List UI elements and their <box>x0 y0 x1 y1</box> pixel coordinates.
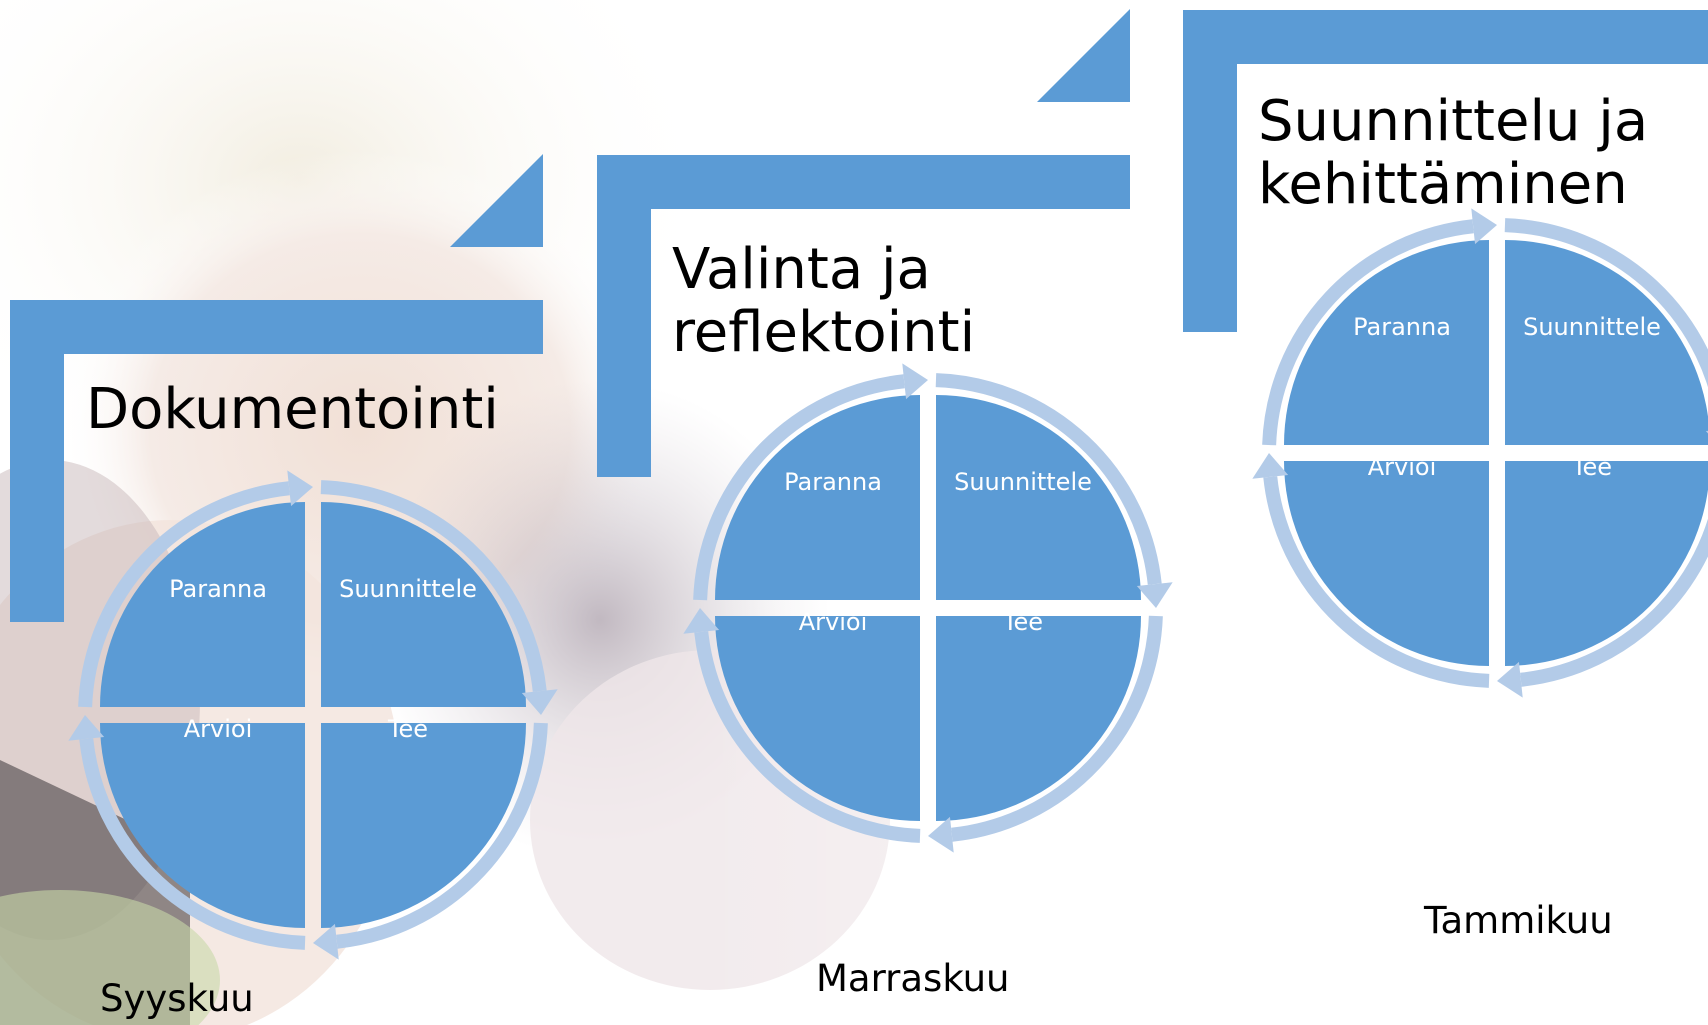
arrowhead <box>287 470 313 507</box>
arrowhead <box>313 923 339 960</box>
quadrant-arvioi <box>1284 461 1489 666</box>
arrowhead <box>1471 208 1497 245</box>
month-label-syyskuu: Syyskuu <box>100 977 254 1020</box>
cycle-arrow <box>1262 219 1474 446</box>
arrowhead <box>1136 582 1173 608</box>
cycle-label: Arvioi <box>184 715 253 743</box>
quadrant-arvioi <box>100 723 305 928</box>
month-label-tammikuu: Tammikuu <box>1424 899 1613 942</box>
cycle-arrow <box>951 615 1163 842</box>
cycle-label: Arvioi <box>1368 453 1437 481</box>
cycle-arrow <box>1263 476 1490 688</box>
cycle-arrow <box>320 480 547 692</box>
quadrant-paranna <box>715 395 920 600</box>
quadrant-paranna <box>1284 240 1489 445</box>
cycle-arrow <box>1504 218 1708 388</box>
arrowhead <box>683 608 720 634</box>
quadrant-tee <box>936 616 1141 821</box>
arrowhead <box>928 816 954 853</box>
cycle-arrow <box>336 722 548 949</box>
cycle-label: Arvioi <box>799 608 868 636</box>
cycle-label: Tee <box>1571 453 1612 481</box>
stage-bracket <box>1183 10 1708 332</box>
cycle-arrow <box>79 738 306 950</box>
quadrant-tee <box>1505 461 1708 666</box>
arrowhead <box>521 689 558 715</box>
quadrant-suunnittele <box>321 502 526 707</box>
cycle-label: Paranna <box>1353 313 1451 341</box>
cycle-label: Tee <box>387 715 428 743</box>
stage-title-valinta: Valinta ja reflektointi <box>672 237 976 366</box>
cycle-label: Tee <box>1002 608 1043 636</box>
cycle-arrow <box>693 374 905 601</box>
cycle-label: Suunnittele <box>1523 313 1661 341</box>
quadrant-suunnittele <box>1505 240 1708 445</box>
quadrant-paranna <box>100 502 305 707</box>
quadrant-tee <box>321 723 526 928</box>
cycle-arrow <box>1520 518 1708 687</box>
stage-title-dokumentointi: Dokumentointi <box>86 377 499 442</box>
arrowhead <box>68 715 105 741</box>
arrowhead <box>1252 453 1289 479</box>
cycle-label: Paranna <box>169 575 267 603</box>
cycle-arrow <box>935 373 1162 585</box>
cycle-arrow <box>78 481 290 708</box>
stage-bracket <box>10 300 543 622</box>
arrowhead <box>1497 661 1523 698</box>
stage-title-suunnittelu: Suunnittelu ja kehittäminen <box>1258 89 1649 218</box>
cycle-arrow <box>694 631 921 843</box>
cycle-label: Suunnittele <box>339 575 477 603</box>
quadrant-suunnittele <box>936 395 1141 600</box>
cycle-label: Suunnittele <box>954 468 1092 496</box>
cycle-label: Paranna <box>784 468 882 496</box>
stage-bracket <box>597 155 1130 477</box>
month-label-marraskuu: Marraskuu <box>816 957 1010 1000</box>
step-triangle <box>1037 9 1130 102</box>
quadrant-arvioi <box>715 616 920 821</box>
arrowhead <box>902 363 928 400</box>
arrowhead <box>1705 430 1708 434</box>
step-triangle <box>450 154 543 247</box>
